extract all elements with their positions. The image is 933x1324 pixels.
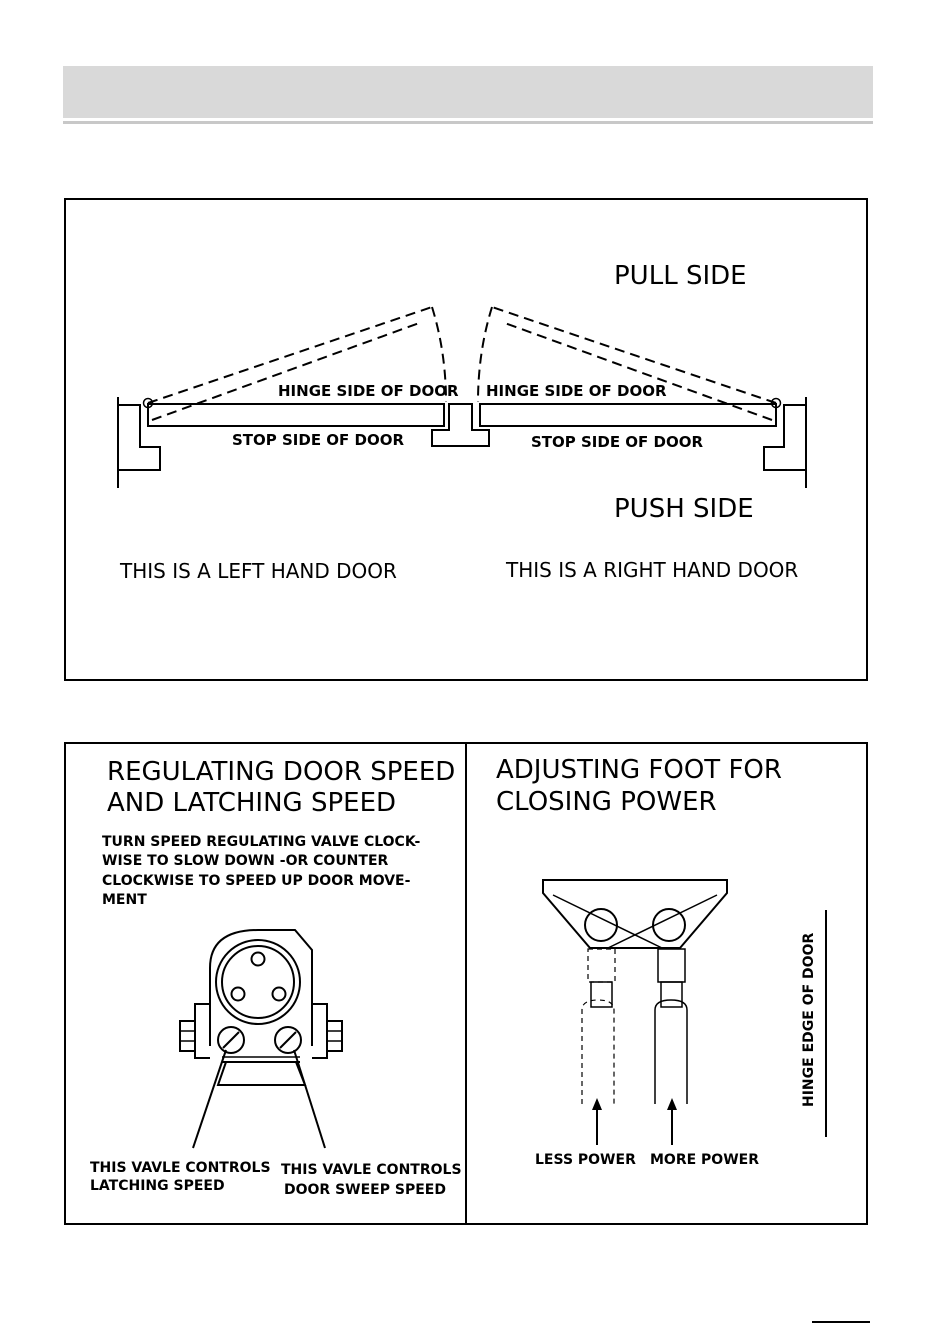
foot-bracket bbox=[542, 879, 728, 949]
speed-title-line1: REGULATING DOOR SPEED bbox=[107, 757, 455, 787]
speed-panel: REGULATING DOOR SPEED AND LATCHING SPEED… bbox=[90, 757, 462, 1198]
speed-title-line2: AND LATCHING SPEED bbox=[107, 788, 396, 818]
foot-cross-link-2 bbox=[607, 894, 718, 949]
speed-instruction-line1: TURN SPEED REGULATING VALVE CLOCK- bbox=[102, 834, 420, 850]
pull-side-label: PULL SIDE bbox=[614, 261, 747, 291]
valve-body-drawing bbox=[179, 929, 343, 1086]
left-stop-side-label: STOP SIDE OF DOOR bbox=[232, 431, 404, 449]
foot-title-line1: ADJUSTING FOOT FOR bbox=[496, 755, 782, 785]
right-hand-door-caption: THIS IS A RIGHT HAND DOOR bbox=[505, 558, 798, 582]
latching-valve-label-line2: LATCHING SPEED bbox=[90, 1178, 225, 1194]
right-frame-jamb bbox=[763, 397, 807, 488]
latching-valve-leader bbox=[192, 1049, 227, 1149]
valve-base bbox=[216, 1061, 307, 1086]
adjusting-foot-drawing bbox=[542, 879, 728, 1104]
left-frame-jamb bbox=[117, 397, 161, 488]
handing-panel-frame bbox=[64, 198, 868, 681]
left-hand-door-caption: THIS IS A LEFT HAND DOOR bbox=[119, 559, 397, 583]
valve-right-boss bbox=[312, 1003, 328, 1059]
valve-left-nut bbox=[179, 1020, 196, 1052]
more-power-neck bbox=[660, 981, 683, 1008]
more-power-pivot bbox=[652, 908, 686, 942]
speed-instruction-line4: MENT bbox=[102, 892, 147, 908]
valve-port-top bbox=[250, 951, 266, 967]
right-swing-arc bbox=[477, 306, 493, 403]
latching-screw-slot bbox=[222, 1031, 240, 1049]
sweep-valve-label-line1: THIS VAVLE CONTROLS bbox=[281, 1162, 462, 1178]
valve-cap-inner bbox=[221, 945, 295, 1019]
less-power-arrow-head bbox=[592, 1098, 602, 1110]
left-door-leaf bbox=[147, 403, 445, 427]
more-power-threaded-stud bbox=[657, 948, 686, 983]
sweep-screw-slot bbox=[279, 1031, 297, 1049]
more-power-label: MORE POWER bbox=[650, 1152, 759, 1168]
valve-cap-outer bbox=[215, 939, 301, 1025]
foot-cross-link-1 bbox=[552, 894, 663, 949]
less-power-neck bbox=[590, 981, 613, 1008]
right-swing-outer bbox=[491, 306, 777, 404]
more-power-arrow-head bbox=[667, 1098, 677, 1110]
more-power-arm bbox=[654, 999, 688, 1104]
sweep-valve-leader bbox=[293, 1049, 326, 1149]
right-door-leaf bbox=[479, 403, 777, 427]
right-stop-side-label: STOP SIDE OF DOOR bbox=[531, 433, 703, 451]
right-hand-door-drawing: HINGE SIDE OF DOOR STOP SIDE OF DOOR THI… bbox=[477, 306, 807, 582]
left-swing-inner bbox=[151, 321, 423, 421]
header-bar bbox=[63, 66, 873, 118]
left-swing-arc bbox=[431, 306, 447, 403]
valve-left-boss bbox=[194, 1003, 210, 1059]
left-hinge-side-label: HINGE SIDE OF DOOR bbox=[278, 382, 459, 400]
less-power-label: LESS POWER bbox=[535, 1152, 636, 1168]
center-door-stop bbox=[431, 403, 490, 447]
less-power-threaded-stud bbox=[587, 948, 616, 983]
handing-panel: PULL SIDE PUSH SIDE HINGE SIDE OF DOOR S… bbox=[64, 198, 868, 681]
valve-port-right bbox=[271, 986, 287, 1002]
push-side-label: PUSH SIDE bbox=[614, 494, 754, 524]
valve-port-left bbox=[230, 986, 246, 1002]
valve-body-outline bbox=[209, 929, 313, 1046]
less-power-arm bbox=[581, 999, 615, 1104]
speed-instruction-line2: WISE TO SLOW DOWN -OR COUNTER bbox=[102, 853, 389, 869]
header-rule bbox=[63, 121, 873, 124]
less-power-pivot bbox=[584, 908, 618, 942]
foot-title-line2: CLOSING POWER bbox=[496, 787, 717, 817]
left-swing-outer bbox=[147, 306, 433, 404]
right-swing-inner bbox=[501, 321, 773, 421]
left-hand-door-drawing: HINGE SIDE OF DOOR STOP SIDE OF DOOR THI… bbox=[117, 306, 459, 583]
latching-valve-label-line1: THIS VAVLE CONTROLS bbox=[90, 1160, 271, 1176]
right-hinge-side-label: HINGE SIDE OF DOOR bbox=[486, 382, 667, 400]
valve-right-nut bbox=[326, 1020, 343, 1052]
sweep-speed-valve-screw bbox=[274, 1026, 302, 1054]
sweep-valve-label-line2: DOOR SWEEP SPEED bbox=[284, 1182, 446, 1198]
latching-speed-valve-screw bbox=[217, 1026, 245, 1054]
speed-instruction-line3: CLOCKWISE TO SPEED UP DOOR MOVE- bbox=[102, 873, 411, 889]
foot-panel: ADJUSTING FOOT FOR CLOSING POWER LESS PO… bbox=[496, 755, 827, 1168]
hinge-edge-label: HINGE EDGE OF DOOR bbox=[801, 933, 817, 1107]
